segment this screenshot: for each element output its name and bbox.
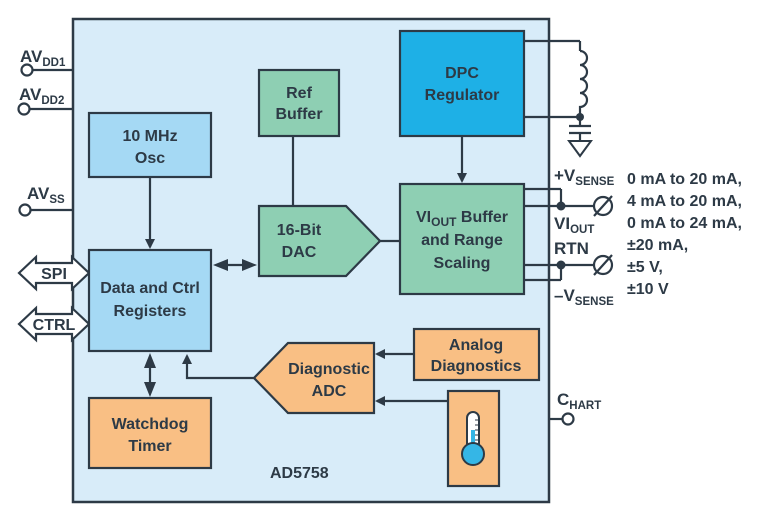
registers-label-2: Registers [114,303,187,320]
vi-buffer-label-main: VI [416,209,431,226]
rtn-terminal-icon [592,254,614,276]
range-item: ±10 V [627,281,669,298]
range-item: 0 mA to 24 mA, [627,215,742,232]
diag-adc-label-2: ADC [312,383,347,400]
range-item: 0 mA to 20 mA, [627,171,742,188]
adc-to-registers-arrow [182,354,254,380]
osc-block: 10 MHz Osc [87,111,213,179]
ref-buffer-label-1: Ref [286,85,312,102]
pin-rtn: RTN [554,239,589,258]
dpc-label-2: Regulator [425,87,500,104]
ctrl-bus-arrow: CTRL [17,305,91,343]
watchdog-label-2: Timer [128,438,171,455]
vi-buffer-label-sub: OUT [431,215,457,229]
pin-terminal-icon [20,63,34,77]
analog-diag-label-2: Diagnostics [431,358,522,375]
dac-block: 16-Bit DAC [257,204,382,278]
spi-label: SPI [41,266,67,283]
analog-diagnostics-block: Analog Diagnostics [412,327,541,382]
pin-terminal-icon [561,412,575,426]
pin-terminal-icon [17,102,31,116]
dpc-external-circuit [524,39,593,158]
pin-avdd1-label: AV [20,47,43,66]
diagnostic-adc-block: Diagnostic ADC [252,341,376,415]
pin-avdd2-label: AV [19,85,42,104]
thermometer-icon [461,411,485,466]
pin-chart-label: C [557,390,569,409]
registers-dac-bidir-arrow [213,259,257,271]
dpc-label-1: DPC [445,65,479,82]
inductor-icon [578,49,589,117]
diag-adc-label-1: Diagnostic [288,361,370,378]
range-item: ±20 mA, [627,237,688,254]
svg-text:AVDD1: AVDD1 [20,47,66,69]
temperature-sensor-block [446,389,501,488]
vi-buffer-label-2: and Range [421,232,503,249]
ref-buffer-label-2: Buffer [275,106,322,123]
pin-avss-sub: SS [49,194,65,206]
output-ranges-list: 0 mA to 20 mA, 4 mA to 20 mA, 0 mA to 24… [627,171,742,298]
registers-block: Data and Ctrl Registers [87,248,213,353]
pin-chart-sub: HART [569,400,601,412]
svg-text:AVSS: AVSS [27,184,65,206]
vi-buffer-label-3: Scaling [434,255,491,272]
ref-buffer-block: Ref Buffer [257,68,341,138]
watchdog-label-1: Watchdog [112,416,189,433]
pin-vsense-minus-label: –V [554,286,575,305]
pin-vsense-plus-sub: SENSE [575,176,614,188]
pin-avss-label: AV [27,184,50,203]
vi-buffer-label-rest: Buffer [456,209,508,226]
pin-viout-sub: OUT [570,224,594,236]
vi-buffer-block: VIOUT Buffer and Range Scaling [398,182,526,296]
svg-text:VIOUT Buffer: VIOUT Buffer [416,209,508,229]
ctrl-label: CTRL [33,317,76,334]
pin-vsense-minus: –VSENSE [554,286,614,308]
range-item: ±5 V, [627,259,663,276]
pin-avdd2: AVDD2 [17,85,73,116]
pin-chart: CHART [549,390,601,426]
pin-avss: AVSS [18,184,73,217]
pin-vsense-minus-sub: SENSE [575,296,614,308]
osc-label-2: Osc [135,150,165,167]
pin-avdd1-sub: DD1 [42,57,66,69]
dpc-regulator-block: DPC Regulator [398,29,526,138]
registers-watchdog-bidir-arrow [144,353,156,397]
registers-label-1: Data and Ctrl [100,280,200,297]
pin-vsense-plus-label: +V [554,166,576,185]
dac-label-2: DAC [282,244,317,261]
pin-avdd1: AVDD1 [20,47,73,77]
watchdog-block: Watchdog Timer [87,396,213,470]
pin-vsense-plus: +VSENSE [554,166,615,188]
dac-label-1: 16-Bit [277,222,322,239]
output-wiring [524,187,614,282]
osc-label-1: 10 MHz [122,128,177,145]
spi-bus-arrow: SPI [17,254,91,292]
pin-viout-label: VI [554,214,570,233]
viout-terminal-icon [592,195,614,217]
pin-terminal-icon [18,203,32,217]
capacitor-ground-icon [567,124,593,158]
svg-text:CHART: CHART [557,390,601,412]
analog-diag-label-1: Analog [449,337,503,354]
svg-text:AVDD2: AVDD2 [19,85,64,107]
range-item: 4 mA to 20 mA, [627,193,742,210]
pin-viout: VIOUT [554,214,594,236]
chip-name: AD5758 [270,465,329,482]
pin-avdd2-sub: DD2 [41,95,64,107]
